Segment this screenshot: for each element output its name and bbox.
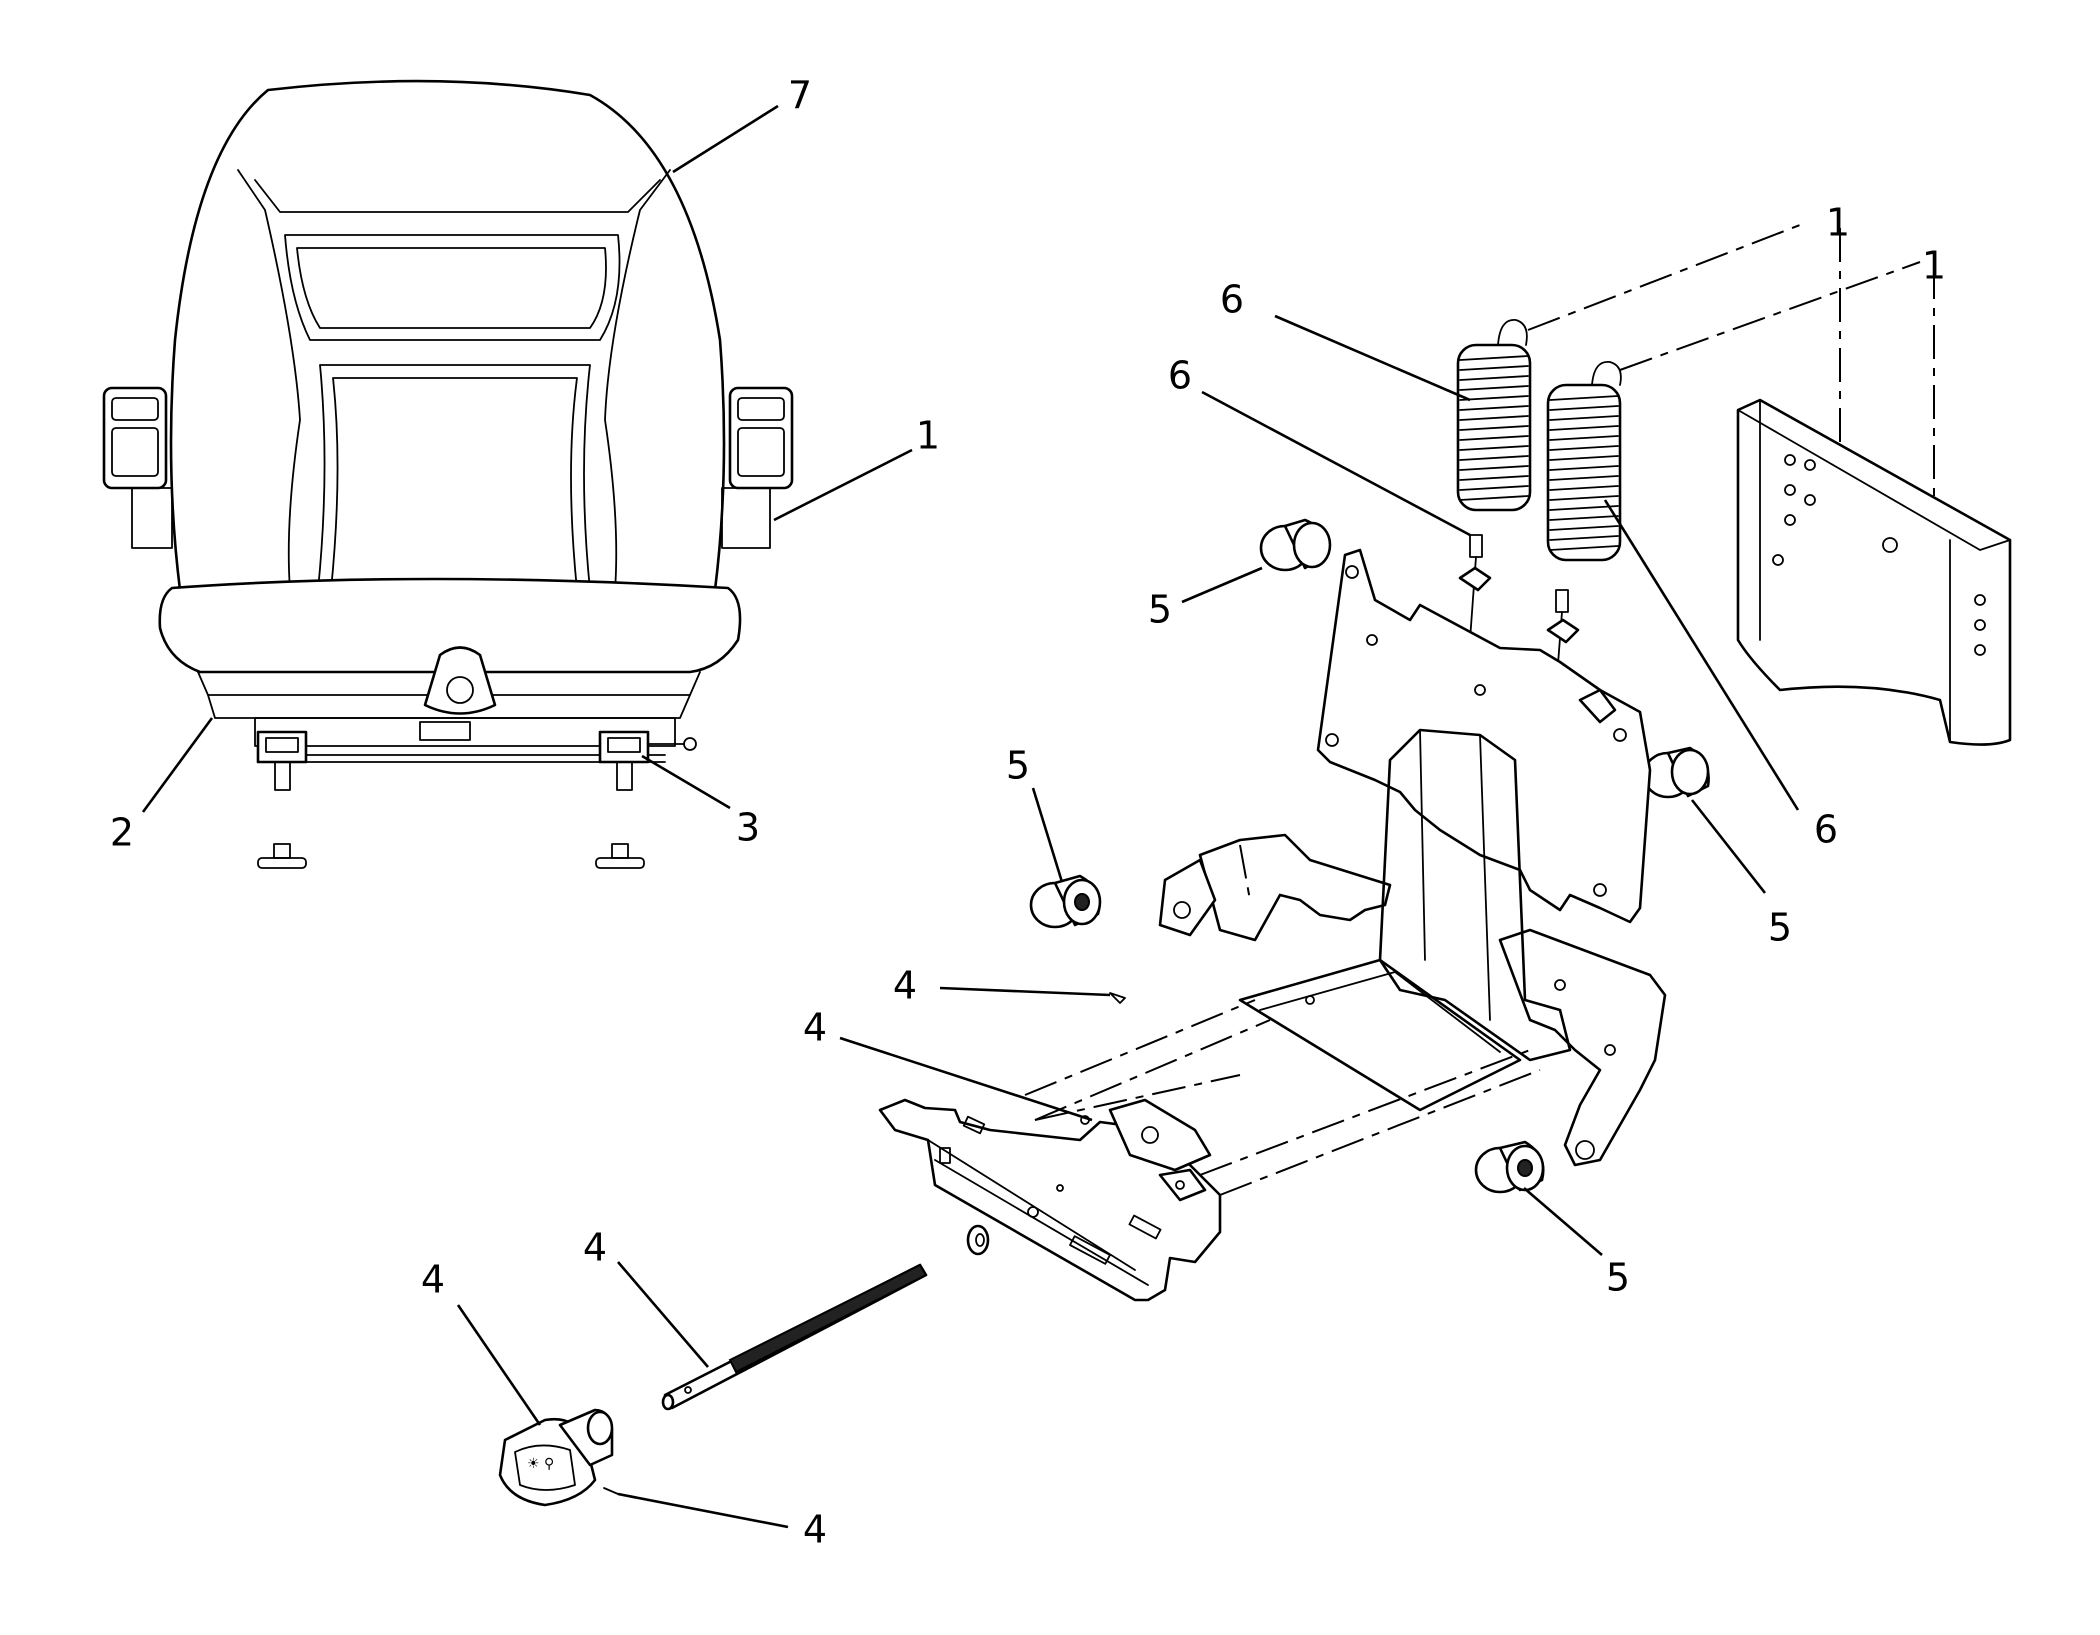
callout-4-knob: 4	[421, 1258, 445, 1302]
latch-plate	[1108, 1098, 1212, 1172]
rubber-bumper-bottom	[1474, 1140, 1545, 1194]
callout-labels: 7 1 2 3 6 6 6 1 1 5 5 5 5 4 4 4 4 4	[110, 74, 1946, 1552]
tension-spring-right	[1546, 361, 1622, 691]
adjusting-rod	[661, 1263, 928, 1411]
callout-5-top: 5	[1148, 588, 1172, 632]
mount-bracket	[1736, 398, 2012, 746]
callout-5-left: 5	[1006, 744, 1030, 788]
callout-1-bracket-b: 1	[1922, 244, 1946, 288]
callout-7: 7	[788, 74, 812, 118]
callout-6-left-spring: 6	[1220, 278, 1244, 322]
washer	[966, 1224, 990, 1256]
svg-text:☀ ⚲: ☀ ⚲	[527, 1456, 554, 1472]
seat-knob	[423, 646, 497, 715]
armrest-right	[728, 386, 794, 490]
callout-1-bracket-a: 1	[1826, 201, 1850, 245]
callout-4-pin: 4	[893, 964, 917, 1008]
callout-6-right-spring: 6	[1814, 808, 1838, 852]
callout-5-right: 5	[1768, 906, 1792, 950]
callout-2: 2	[110, 811, 134, 855]
slide-rail-right	[598, 730, 697, 791]
callout-1-armrest: 1	[916, 414, 940, 458]
mount-bolt-left	[257, 843, 307, 869]
callout-4-cotter: 4	[803, 1508, 827, 1552]
callout-6-hook: 6	[1168, 354, 1192, 398]
slide-rail-left	[256, 730, 308, 791]
rubber-bumper-right	[1642, 746, 1710, 799]
callout-4-latch: 4	[803, 1006, 827, 1050]
callout-5-bottom: 5	[1606, 1256, 1630, 1300]
cotter-pin-bottom	[603, 1487, 619, 1495]
rubber-bumper-top	[1259, 518, 1332, 572]
mount-bolt-right	[595, 843, 645, 869]
adjustment-knob: ☀ ⚲	[498, 1408, 614, 1507]
rubber-bumper-left	[1029, 874, 1102, 929]
cotter-pin-top	[1109, 992, 1126, 1004]
leader-lines	[141, 104, 1800, 1529]
callout-3: 3	[736, 806, 760, 850]
tension-spring-left	[1456, 319, 1532, 641]
callout-4-rod: 4	[583, 1226, 607, 1270]
seat-assembly	[102, 79, 794, 869]
armrest-left	[102, 386, 168, 490]
suspension-frame	[878, 548, 1667, 1302]
